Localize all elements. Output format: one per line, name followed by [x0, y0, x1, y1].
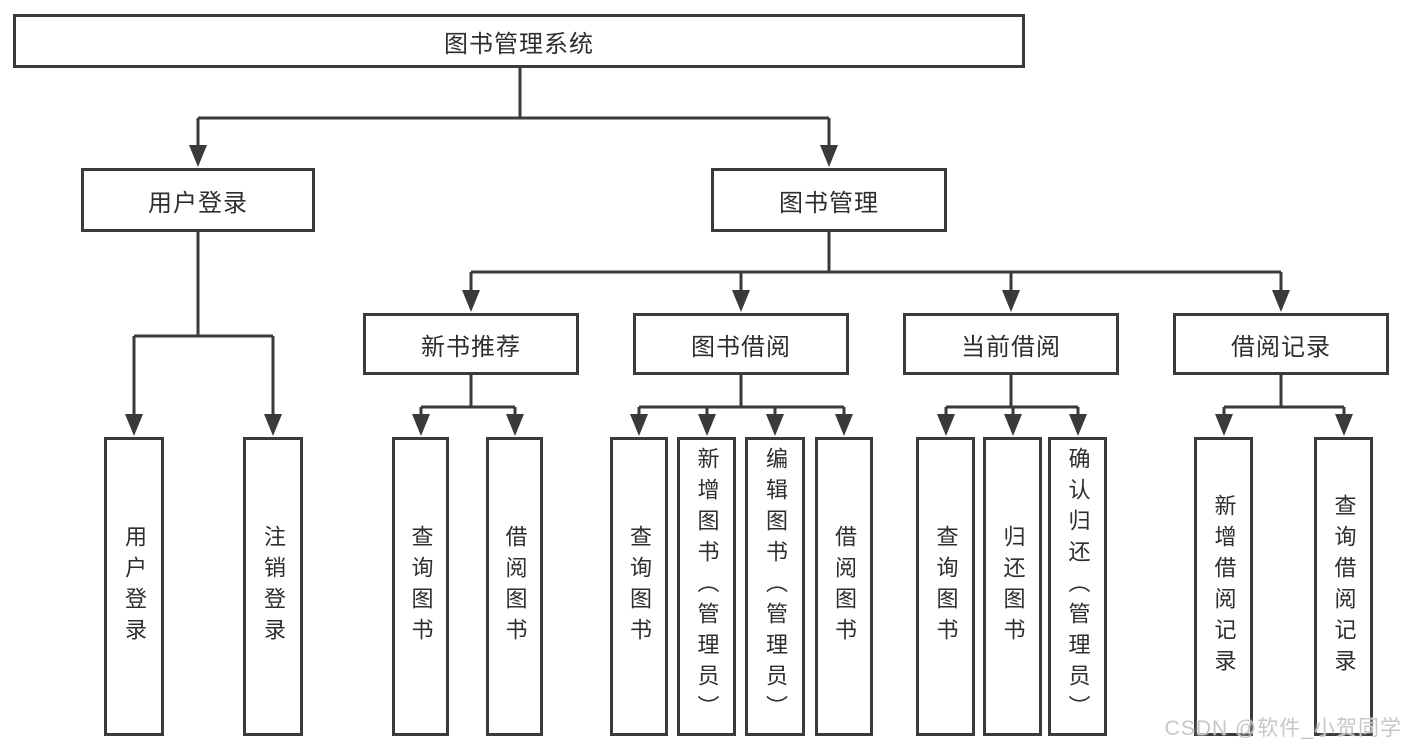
connector-borrow-record-branch: [1222, 374, 1346, 418]
node-book-management-label: 图书管理: [779, 189, 879, 217]
connector-lines: [132, 67, 1346, 418]
leaf-add-books-admin-label: 新增图书（管理员）: [694, 447, 720, 726]
connector-book-mgmt-branch: [469, 230, 1283, 295]
leaf-confirm-return-admin-label: 确认归还（管理员）: [1065, 447, 1091, 726]
connector-new-book-branch: [419, 374, 517, 418]
leaf-query-books-2: 查询图书: [610, 437, 668, 736]
node-root-system: 图书管理系统: [13, 14, 1025, 68]
leaf-logout: 注销登录: [243, 437, 303, 736]
leaf-query-books-1-label: 查询图书: [408, 524, 434, 649]
connector-user-login-branch: [132, 230, 275, 418]
node-current-borrow: 当前借阅: [903, 313, 1119, 375]
leaf-query-books-3: 查询图书: [916, 437, 975, 736]
node-current-borrow-label: 当前借阅: [961, 333, 1061, 361]
leaf-add-borrow-record-label: 新增借阅记录: [1211, 493, 1237, 680]
leaf-query-books-1: 查询图书: [392, 437, 449, 736]
leaf-edit-books-admin-label: 编辑图书（管理员）: [763, 447, 788, 726]
leaf-add-borrow-record: 新增借阅记录: [1194, 437, 1253, 736]
leaf-borrow-books-1: 借阅图书: [486, 437, 543, 736]
node-user-login-label: 用户登录: [148, 189, 248, 217]
node-book-borrow: 图书借阅: [633, 313, 849, 375]
leaf-query-books-3-label: 查询图书: [933, 524, 959, 649]
leaf-borrow-books-1-label: 借阅图书: [502, 524, 528, 649]
node-root-label: 图书管理系统: [444, 30, 594, 58]
connector-root-branch: [196, 67, 831, 150]
leaf-return-books-label: 归还图书: [1000, 524, 1026, 649]
node-new-book-recommend: 新书推荐: [363, 313, 579, 375]
leaf-query-borrow-record: 查询借阅记录: [1314, 437, 1373, 736]
leaf-confirm-return-admin: 确认归还（管理员）: [1048, 437, 1107, 736]
connector-book-borrow-branch: [637, 374, 846, 418]
leaf-query-books-2-label: 查询图书: [627, 524, 652, 649]
leaf-borrow-books-2-label: 借阅图书: [832, 524, 857, 649]
leaf-return-books: 归还图书: [983, 437, 1042, 736]
node-borrow-record-label: 借阅记录: [1231, 333, 1331, 361]
leaf-edit-books-admin: 编辑图书（管理员）: [745, 437, 805, 736]
leaf-add-books-admin: 新增图书（管理员）: [677, 437, 736, 736]
arrowheads: [125, 145, 1353, 436]
node-borrow-record: 借阅记录: [1173, 313, 1389, 375]
node-book-management: 图书管理: [711, 168, 947, 232]
node-user-login: 用户登录: [81, 168, 315, 232]
leaf-user-login-label: 用户登录: [122, 524, 147, 649]
node-book-borrow-label: 图书借阅: [691, 333, 791, 361]
leaf-borrow-books-2: 借阅图书: [815, 437, 873, 736]
leaf-user-login: 用户登录: [104, 437, 164, 736]
connector-current-borrow-branch: [944, 374, 1080, 418]
leaf-query-borrow-record-label: 查询借阅记录: [1331, 493, 1357, 680]
leaf-logout-label: 注销登录: [261, 524, 286, 649]
node-new-book-recommend-label: 新书推荐: [421, 333, 521, 361]
